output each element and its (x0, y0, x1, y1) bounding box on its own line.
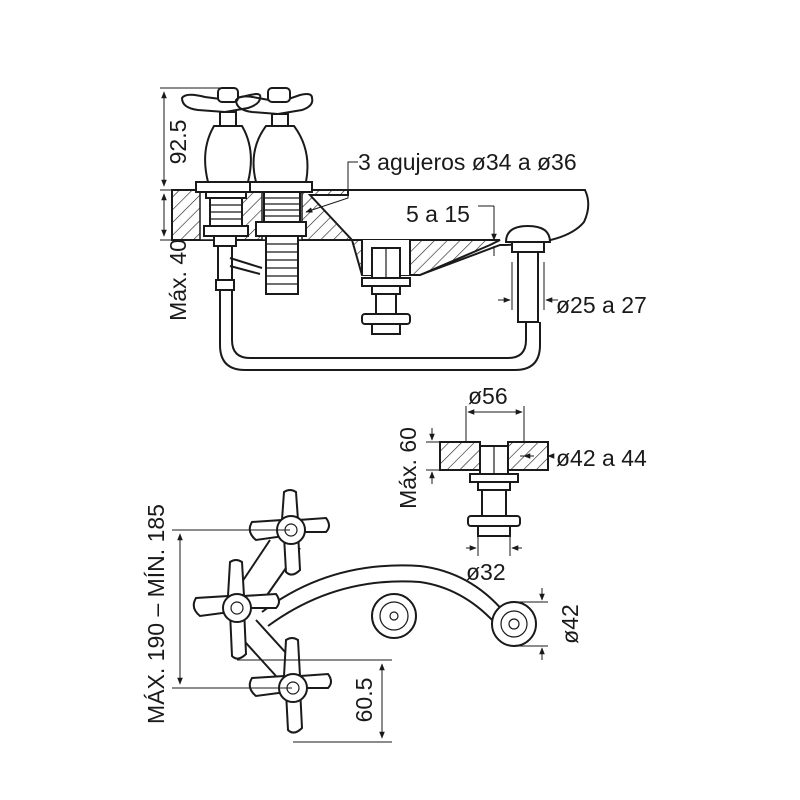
drain-top-view (371, 593, 417, 639)
dim-spacing: MÁX. 190 – MÍN. 185 (143, 504, 169, 724)
connection-pipe (219, 290, 541, 371)
tap-left (180, 87, 263, 291)
drain-detail: ø56 Máx. 60 ø42 a 44 ø32 (395, 383, 647, 585)
dim-25-a-27: ø25 a 27 (556, 292, 647, 318)
dim-max-40: Máx. 40 (165, 239, 191, 321)
dim-92-5: 92.5 (165, 120, 191, 165)
cross-handle-top (248, 489, 330, 576)
dim-42-a-44: ø42 a 44 (556, 445, 647, 471)
cross-handle-middle (192, 559, 280, 660)
dim-5-a-15: 5 a 15 (406, 201, 470, 227)
cross-handle-bottom (248, 637, 332, 734)
tap-right (234, 87, 314, 295)
spout-outlet-top-view (491, 601, 537, 647)
plan-view: ø42 MÁX. 190 – MÍN. 185 60.5 (143, 489, 583, 743)
dim-32: ø32 (466, 559, 506, 585)
dim-60-5: 60.5 (351, 678, 377, 723)
dim-max-60: Máx. 60 (395, 427, 421, 509)
spout (504, 224, 552, 323)
label-holes: 3 agujeros ø34 a ø36 (358, 149, 577, 175)
dim-56: ø56 (468, 383, 508, 409)
basin-drain (361, 247, 411, 335)
dim-42: ø42 (557, 604, 583, 644)
spout-arc (261, 564, 505, 613)
side-view: 92.5 Máx. 40 3 agujeros ø34 a ø36 5 a 15… (160, 87, 647, 371)
